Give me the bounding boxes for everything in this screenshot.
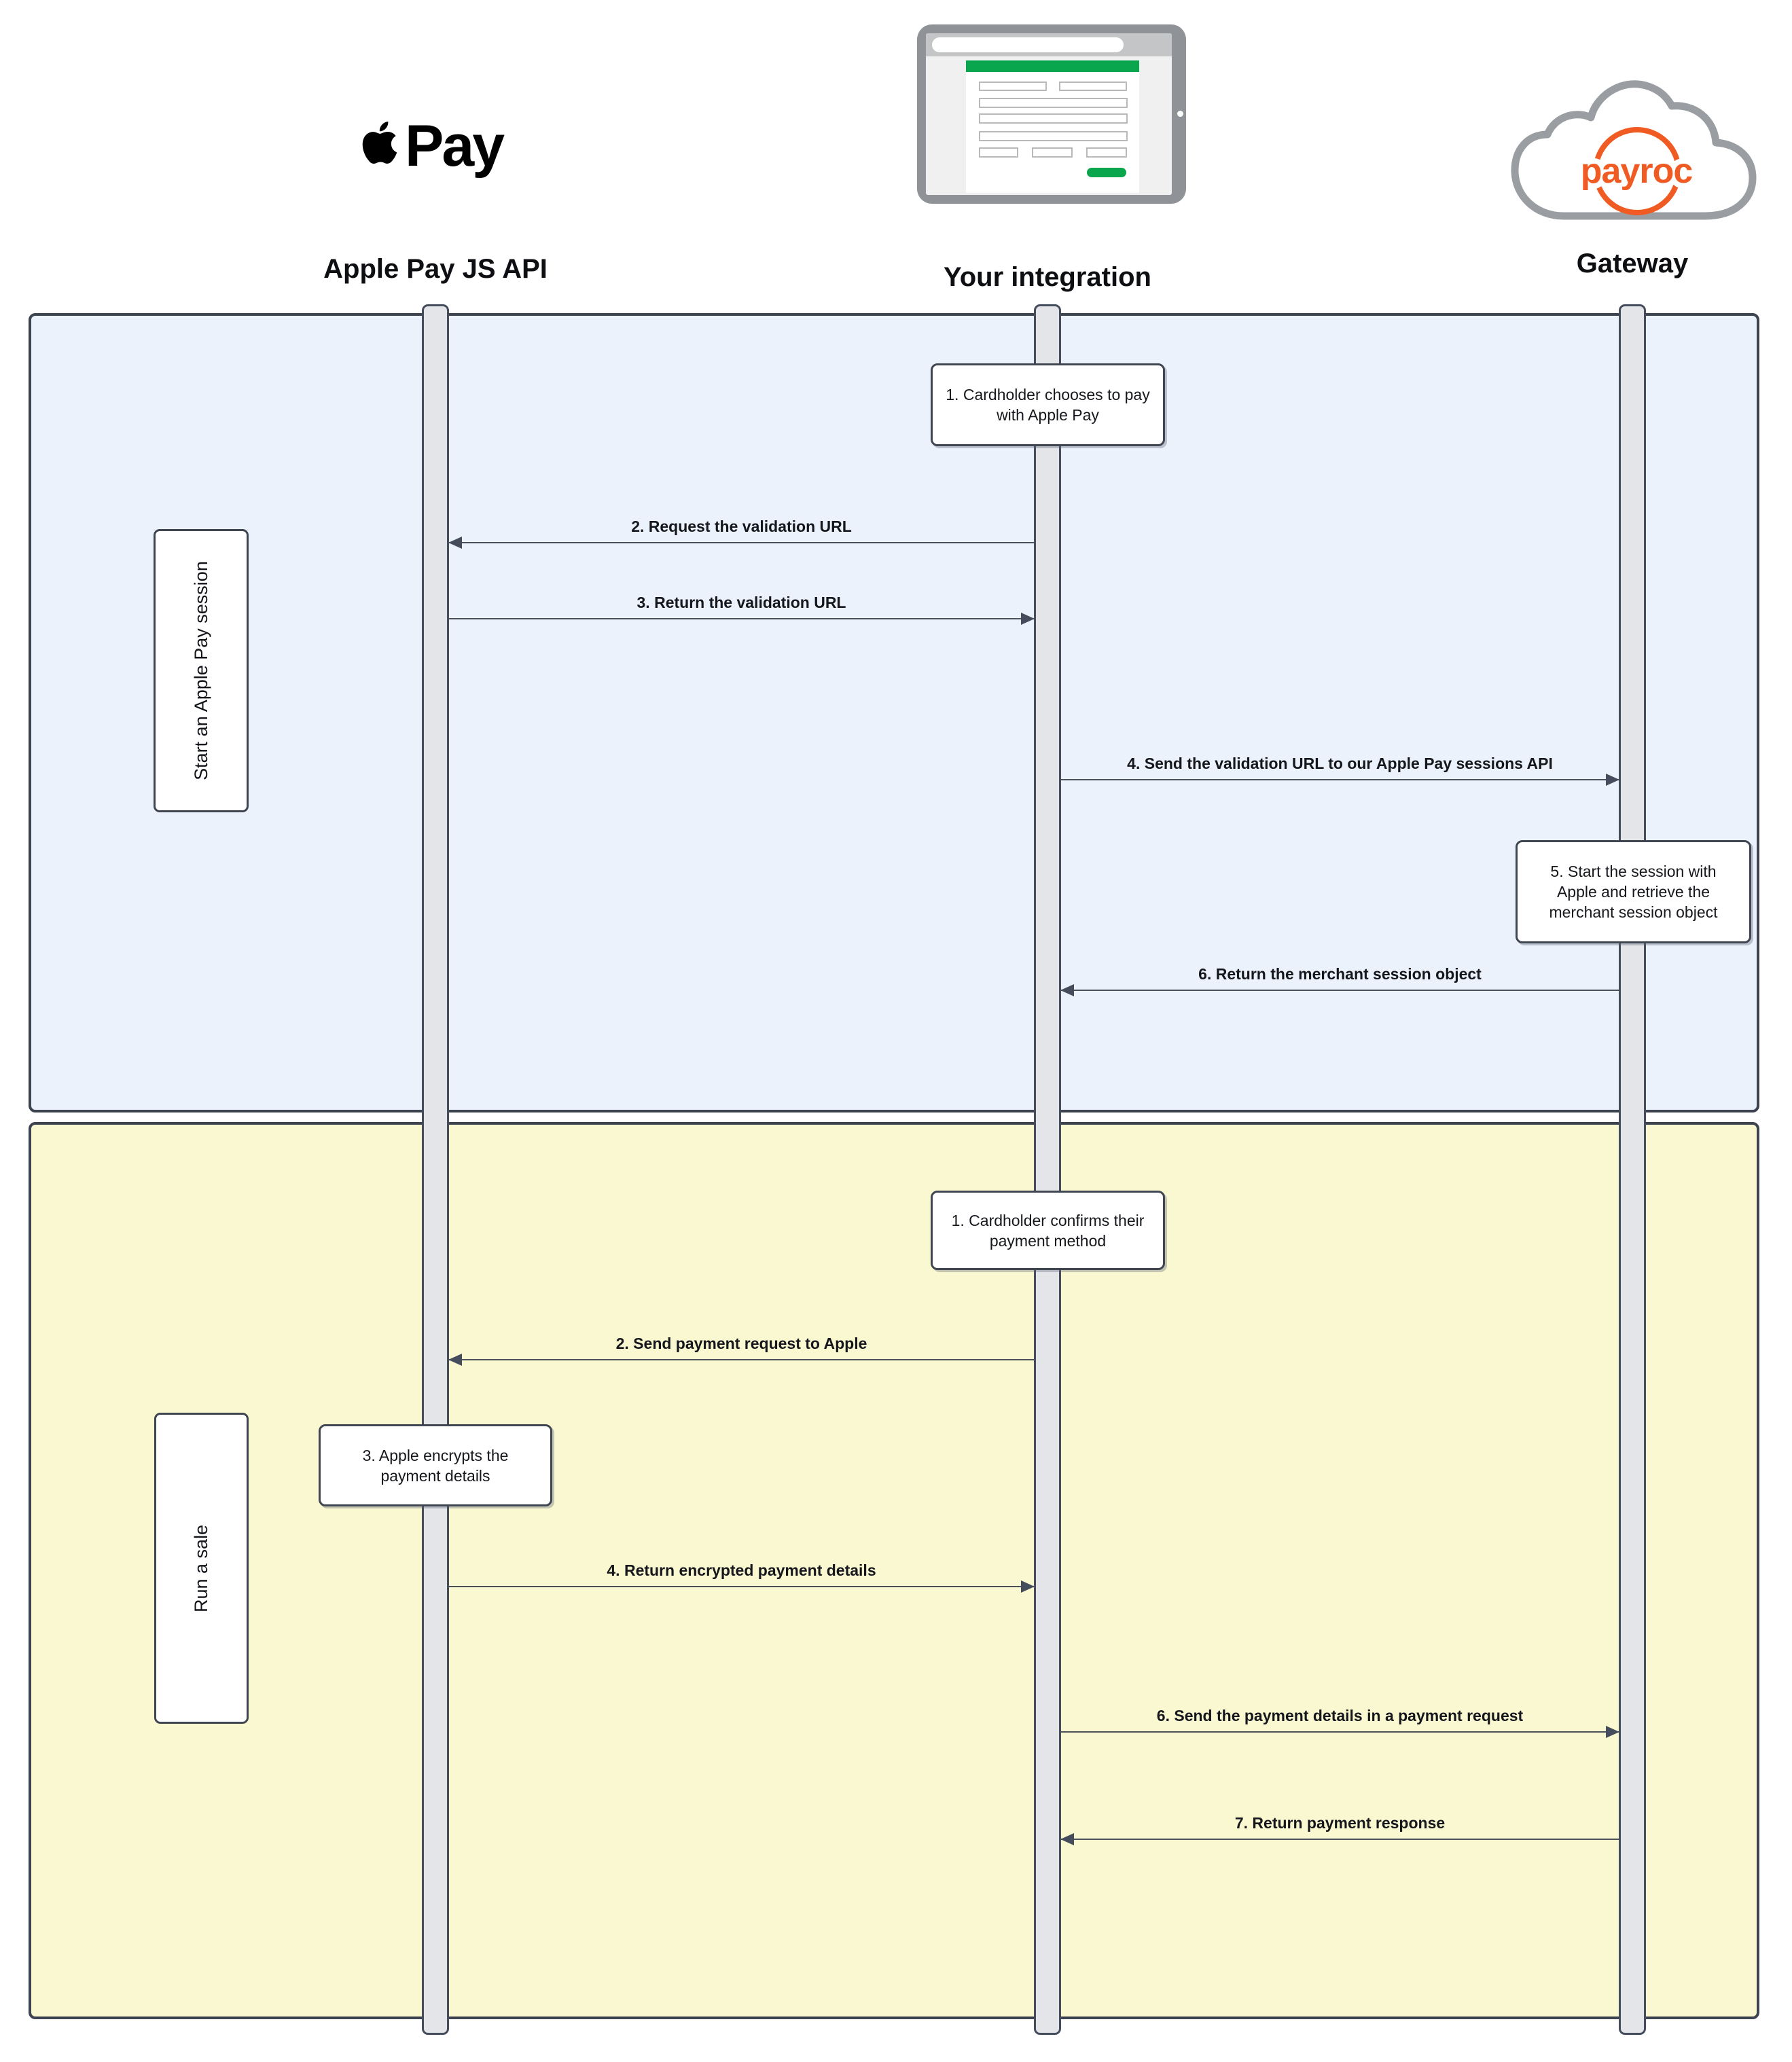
apple-icon <box>359 117 401 168</box>
note-apple-encrypts: 3. Apple encrypts the payment details <box>319 1424 552 1506</box>
form-header-bar <box>966 60 1139 72</box>
url-bar <box>932 37 1124 52</box>
apple-pay-logo: Pay <box>359 113 505 179</box>
actor-label-apple-pay-js-api: Apple Pay JS API <box>323 254 548 284</box>
payroc-cloud-logo: payroc <box>1501 67 1766 233</box>
arrowhead-right-icon <box>1021 613 1035 625</box>
payroc-ring <box>1593 127 1681 215</box>
tablet-screen <box>926 33 1172 195</box>
payroc-logo-text: payroc <box>1581 151 1693 191</box>
arrowhead-left-icon <box>448 1354 462 1366</box>
arrowhead-left-icon <box>1060 984 1074 996</box>
phase-run-a-sale <box>29 1122 1759 2019</box>
arrowhead-right-icon <box>1606 774 1619 786</box>
payment-form <box>966 60 1139 193</box>
browser-chrome-bar <box>926 33 1172 56</box>
arrowhead-left-icon <box>1060 1833 1074 1845</box>
form-submit-button <box>1087 168 1126 177</box>
lifeline-your-integration <box>1034 304 1061 2035</box>
phase-label-session: Start an Apple Pay session <box>154 529 249 812</box>
phase-start-apple-pay-session <box>29 313 1759 1113</box>
lifeline-gateway <box>1619 304 1646 2035</box>
note-cardholder-chooses: 1. Cardholder chooses to pay with Apple … <box>931 363 1165 446</box>
apple-pay-logo-text: Pay <box>405 113 505 179</box>
tablet-icon <box>917 24 1186 204</box>
arrowhead-left-icon <box>448 537 462 549</box>
actor-label-your-integration: Your integration <box>944 262 1151 292</box>
tablet-camera-dot <box>1177 111 1183 117</box>
note-start-session-with-apple: 5. Start the session with Apple and retr… <box>1516 840 1751 943</box>
arrowhead-right-icon <box>1021 1580 1035 1593</box>
lifeline-apple-pay-js-api <box>422 304 449 2035</box>
note-cardholder-confirms: 1. Cardholder confirms their payment met… <box>931 1191 1165 1270</box>
actor-label-gateway: Gateway <box>1576 249 1689 278</box>
arrowhead-right-icon <box>1606 1726 1619 1738</box>
phase-label-sale: Run a sale <box>154 1413 249 1724</box>
